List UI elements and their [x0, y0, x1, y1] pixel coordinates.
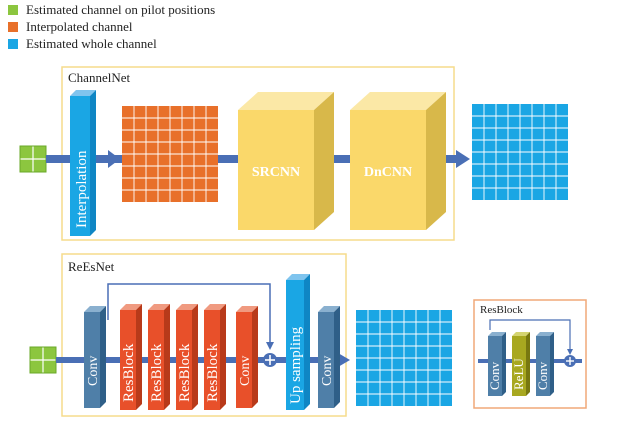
channelnet-input-grid: [19, 145, 47, 173]
legend-label-interpolated: Interpolated channel: [26, 19, 133, 34]
legend: Estimated channel on pilot positions Int…: [8, 2, 215, 51]
interpolation-block: Interpolation: [70, 90, 96, 236]
reesnet-conv3-label: Conv: [320, 356, 335, 386]
resblock-detail-title: ResBlock: [480, 304, 523, 316]
reesnet-conv2-block: Conv: [236, 306, 258, 408]
interpolation-label: Interpolation: [74, 150, 90, 228]
resblock-detail-skip: [489, 319, 571, 352]
reesnet-skip-connection: [107, 283, 271, 346]
resblock-3-label: ResBlock: [177, 343, 193, 402]
legend-swatch-pilot: [8, 5, 18, 15]
legend-swatch-interpolated: [8, 22, 18, 32]
channelnet-output-grid: [472, 104, 568, 200]
reesnet-add-node: [263, 353, 277, 367]
srcnn-block: SRCNN: [238, 92, 334, 230]
resblock-detail-relu-label: ReLU: [511, 358, 526, 390]
resblock-4-label: ResBlock: [205, 343, 221, 402]
legend-swatch-whole: [8, 39, 18, 49]
reesnet-output-grid: [356, 310, 452, 406]
resblock-2-label: ResBlock: [149, 343, 165, 402]
reesnet-resblock-4: ResBlock: [204, 304, 226, 410]
upsampling-block: Up sampling: [286, 274, 310, 410]
reesnet-conv3-block: Conv: [318, 306, 340, 408]
srcnn-label: SRCNN: [252, 165, 300, 180]
legend-label-whole: Estimated whole channel: [26, 36, 157, 51]
reesnet-resblock-1: ResBlock: [120, 304, 142, 410]
reesnet-conv2-label: Conv: [238, 356, 253, 386]
resblock-detail-conv2: Conv: [535, 332, 554, 396]
upsampling-label: Up sampling: [288, 326, 304, 404]
channelnet-output-arrowhead: [456, 150, 470, 168]
reesnet-input-grid: [29, 346, 57, 374]
reesnet-resblock-3: ResBlock: [176, 304, 198, 410]
reesnet-output-arrowhead: [338, 353, 350, 367]
resblock-detail-relu: ReLU: [511, 332, 530, 396]
resblock-detail-conv2-label: Conv: [535, 361, 550, 390]
resblock-1-label: ResBlock: [121, 343, 137, 402]
resblock-detail-conv1-label: Conv: [487, 361, 502, 390]
resblock-detail-frame: [473, 299, 587, 409]
reesnet-frame: [61, 253, 347, 417]
reesnet-conv1-label: Conv: [86, 356, 101, 386]
reesnet-conv1-block: Conv: [84, 306, 106, 408]
interpolated-grid: [122, 106, 218, 202]
resblock-detail-section: ResBlock Conv ReLU Conv: [473, 299, 587, 409]
dncnn-block: DnCNN: [350, 92, 446, 230]
reesnet-resblock-2: ResBlock: [148, 304, 170, 410]
channelnet-title: ChannelNet: [68, 70, 130, 85]
reesnet-title: ReEsNet: [68, 259, 115, 274]
resblock-detail-add-node: [564, 355, 576, 367]
channelnet-section: ChannelNet Interpolation: [19, 66, 568, 241]
reesnet-section: ReEsNet Conv ResBlock: [29, 253, 452, 417]
resblock-detail-conv1: Conv: [487, 332, 506, 396]
dncnn-label: DnCNN: [364, 165, 412, 180]
channelnet-frame: [61, 66, 455, 241]
legend-label-pilot: Estimated channel on pilot positions: [26, 2, 215, 17]
channelnet-interp-arrowhead: [108, 150, 120, 168]
